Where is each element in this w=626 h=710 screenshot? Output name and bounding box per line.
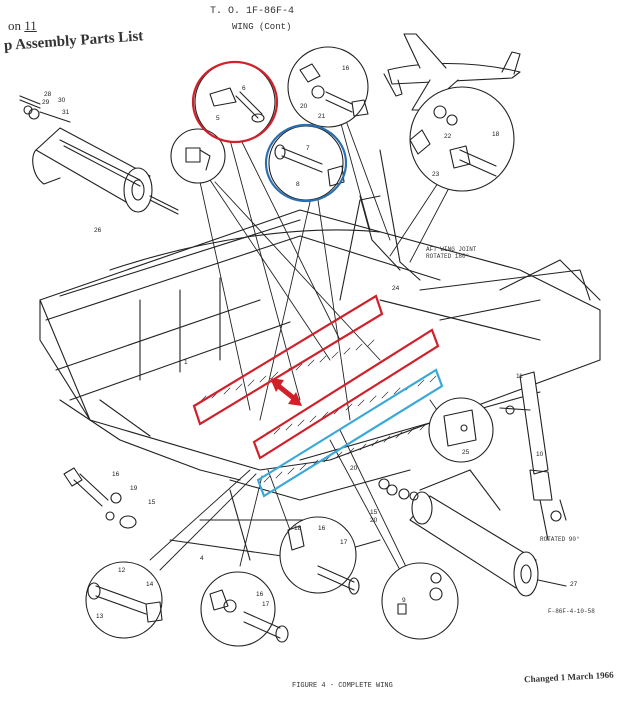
tech-order-number: T. O. 1F-86F-4 bbox=[210, 6, 295, 17]
callout: 24 bbox=[392, 285, 400, 292]
detail-circle-right-parts bbox=[409, 86, 515, 192]
callout: 18 bbox=[492, 131, 500, 138]
callout: 4 bbox=[200, 555, 204, 562]
callout: 20 bbox=[350, 465, 358, 472]
callout: 21 bbox=[318, 113, 326, 120]
red-double-arrow bbox=[270, 378, 302, 406]
callout: 16 bbox=[256, 591, 264, 598]
leader-lines bbox=[149, 117, 451, 576]
callout: 23 bbox=[432, 171, 440, 178]
callout: 14 bbox=[146, 581, 154, 588]
callout: 27 bbox=[570, 581, 578, 588]
callout: 7 bbox=[306, 145, 310, 152]
callout: 15 bbox=[148, 499, 156, 506]
callout: 29 bbox=[42, 99, 50, 106]
callout: 30 bbox=[58, 97, 66, 104]
detail-circle-red-parts bbox=[194, 61, 276, 143]
highlight-annotations bbox=[191, 60, 444, 498]
red-box-upper bbox=[192, 294, 384, 426]
callout: 26 bbox=[94, 227, 102, 234]
callout: 20 bbox=[370, 517, 378, 524]
detail-circle-hinge bbox=[428, 397, 494, 463]
callout: 25 bbox=[462, 449, 470, 456]
callout: 17 bbox=[340, 539, 348, 546]
blue-circle-highlight bbox=[264, 123, 348, 203]
wing-subtitle: WING (Cont) bbox=[232, 22, 292, 32]
callout: 9 bbox=[402, 597, 406, 604]
callout: 20 bbox=[300, 103, 308, 110]
red-circle-highlight bbox=[191, 60, 279, 144]
detail-circle-bottom-a bbox=[85, 561, 163, 639]
callout: 19 bbox=[130, 485, 138, 492]
parts-stack-top-left bbox=[19, 95, 71, 123]
link-assembly-right bbox=[499, 371, 567, 541]
callout: 11 bbox=[516, 373, 523, 380]
figure-id: F-86F-4-10-58 bbox=[548, 608, 595, 615]
callout: 16 bbox=[342, 65, 350, 72]
callout: 15 bbox=[370, 509, 378, 516]
callout: 13 bbox=[96, 613, 104, 620]
section-label: on 11 bbox=[8, 18, 37, 33]
callout: 6 bbox=[242, 85, 246, 92]
callout: 17 bbox=[262, 601, 270, 608]
red-box-lower bbox=[252, 328, 440, 460]
detail-circle-bottom-b bbox=[200, 571, 289, 647]
callout: 1 bbox=[184, 359, 188, 366]
callout: 18 bbox=[294, 525, 302, 532]
callout: 16 bbox=[318, 525, 326, 532]
callout-numbers: 28 30 29 31 6 5 16 20 21 7 8 22 18 23 26… bbox=[42, 65, 578, 620]
detail-circle-small-left bbox=[170, 128, 226, 184]
bolt-set-mid bbox=[378, 478, 419, 501]
callout: 8 bbox=[296, 181, 300, 188]
detail-circle-bottom-mid bbox=[279, 516, 360, 595]
callout: 5 bbox=[216, 115, 220, 122]
callout: 12 bbox=[118, 567, 126, 574]
detail-circle-bottom-c bbox=[381, 562, 459, 640]
bolt-set-left bbox=[63, 467, 137, 529]
actuator-right bbox=[409, 469, 567, 597]
actuator-left bbox=[32, 127, 179, 215]
callout: 16 bbox=[112, 471, 120, 478]
cyan-box bbox=[256, 368, 444, 498]
detail-circle-top-bolt bbox=[287, 46, 369, 128]
rotated-note: ROTATED 90° bbox=[540, 536, 580, 543]
aft-wing-joint-note: AFT WING JOINT ROTATED 180° bbox=[426, 246, 477, 260]
callout: 22 bbox=[444, 133, 452, 140]
detail-circle-blue-parts bbox=[268, 125, 345, 201]
callout: 28 bbox=[44, 91, 52, 98]
figure-caption: FIGURE 4 - COMPLETE WING bbox=[292, 682, 393, 690]
callout: 10 bbox=[536, 451, 544, 458]
callout: 31 bbox=[62, 109, 70, 116]
